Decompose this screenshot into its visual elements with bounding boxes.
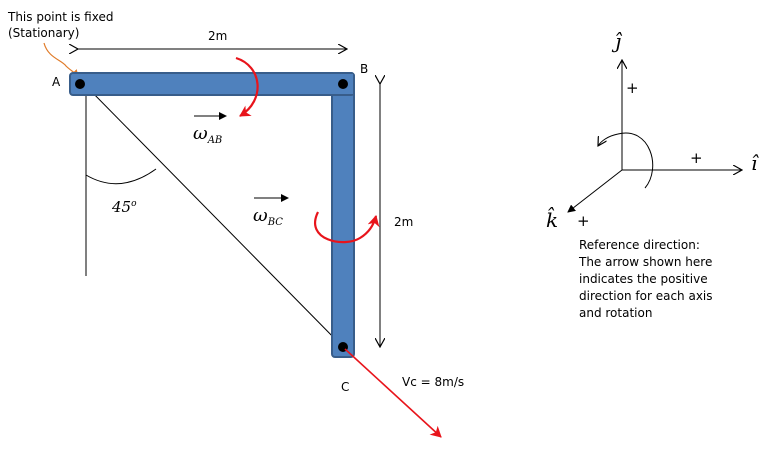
axis-k <box>567 169 623 213</box>
omega-ab-label: ωAB <box>193 123 222 146</box>
fixed-point-leader <box>43 42 79 77</box>
omega-ab-rotation-arrow <box>235 56 259 117</box>
axis-j-plus: + <box>626 79 639 97</box>
reference-note-line: The arrow shown here <box>579 255 713 269</box>
angle-arc <box>85 168 157 185</box>
point-label-a: A <box>52 75 61 89</box>
reference-note-line: and rotation <box>579 306 653 320</box>
velocity-label: Vc = 8m/s <box>402 375 464 389</box>
reference-note-line: indicates the positive <box>579 272 708 286</box>
reference-note-line: Reference direction: <box>579 238 700 252</box>
axis-i-plus: + <box>690 149 703 167</box>
axis-k-plus: + <box>577 212 590 230</box>
axis-k-label: k̂ <box>546 206 558 232</box>
point-label-b: B <box>360 62 368 76</box>
fixed-point-note-line1: This point is fixed <box>7 10 113 24</box>
link-bars <box>69 72 355 358</box>
reference-axes: ĵ î k̂ + + + <box>546 29 759 232</box>
joint-a <box>75 79 85 89</box>
diagonal-line-ac <box>85 85 344 348</box>
dimension-label-ab: 2m <box>208 29 227 43</box>
point-label-c: C <box>341 380 349 394</box>
velocity-vector-c <box>344 348 442 438</box>
omega-bc-rotation-arrow <box>314 211 380 244</box>
joint-b <box>338 79 348 89</box>
omega-bc-label: ωBC <box>253 205 283 228</box>
reference-note-line: direction for each axis <box>579 289 713 303</box>
rotation-reference-arrow <box>598 132 654 189</box>
axis-i-label: î <box>751 151 759 175</box>
dimension-label-bc: 2m <box>394 215 413 229</box>
bar-ab <box>69 72 355 96</box>
reference-direction-note: Reference direction: The arrow shown her… <box>579 237 754 322</box>
angle-label: 45o <box>111 198 137 216</box>
fixed-point-note-line2: (Stationary) <box>8 26 79 40</box>
bar-bc <box>331 72 355 358</box>
axis-j-label: ĵ <box>611 29 623 53</box>
